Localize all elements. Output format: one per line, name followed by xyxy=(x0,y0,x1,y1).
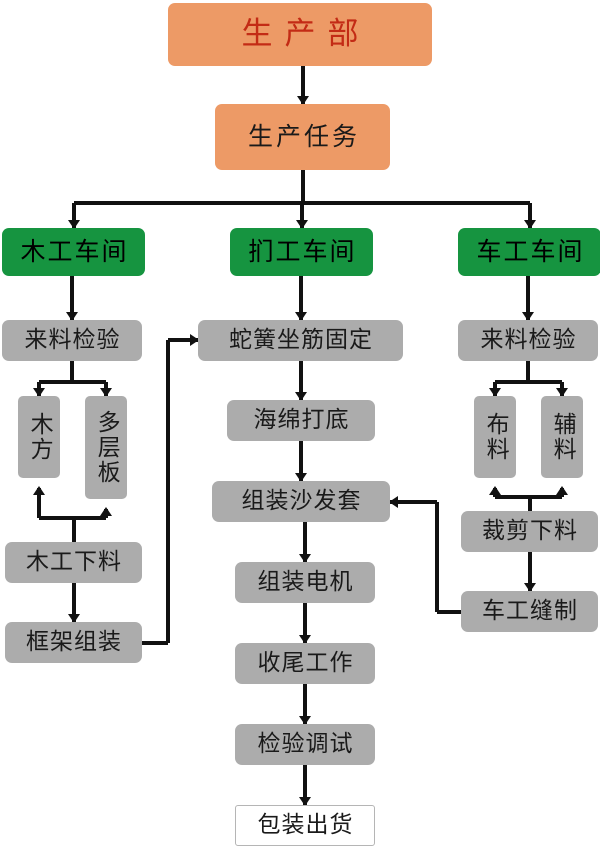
node-auxiliary-material[interactable]: 辅料 xyxy=(541,396,583,478)
node-woodworking-workshop[interactable]: 木工车间 xyxy=(2,228,145,276)
connector-test_adjust-to-pack_ship xyxy=(303,765,307,805)
connector-finishing-to-test_adjust xyxy=(303,684,307,724)
node-finishing-work[interactable]: 收尾工作 xyxy=(235,643,375,684)
arrowhead-sewing xyxy=(523,583,536,592)
arrowhead-fabric-up xyxy=(489,486,501,495)
connector-inspright-bus xyxy=(495,380,562,384)
node-incoming-inspection-right[interactable]: 来料检验 xyxy=(458,320,598,361)
arrowhead-sofa_cover-right xyxy=(389,496,398,508)
connector-dept-to-task xyxy=(300,66,305,104)
arrowhead-test_adjust xyxy=(299,716,311,725)
node-timber[interactable]: 木方 xyxy=(18,396,60,478)
node-spring-webbing-fixing[interactable]: 蛇簧坐筋固定 xyxy=(198,320,403,361)
arrowhead-aux_mat-up xyxy=(556,486,568,495)
arrowhead-insp_left xyxy=(66,312,78,321)
connector-frame-out xyxy=(142,640,168,645)
node-sewing-workshop[interactable]: 车工车间 xyxy=(458,228,600,276)
node-incoming-inspection-left[interactable]: 来料检验 xyxy=(2,320,142,361)
connector-timber-merge xyxy=(37,488,41,518)
node-foam-base[interactable]: 海绵打底 xyxy=(227,400,375,441)
arrowhead-timber-up xyxy=(33,486,45,495)
node-production-department[interactable]: 生产部 xyxy=(168,3,432,66)
connector-sofa_cover-to-motor_asm xyxy=(303,522,307,562)
connector-merge-to-cut_fabric xyxy=(527,497,532,511)
connector-bus-to-sew_shop xyxy=(527,203,532,228)
connector-inspright-stem xyxy=(526,361,530,382)
arrowhead-aux_mat xyxy=(556,388,568,397)
arrowhead-spring_fix xyxy=(294,312,307,321)
connector-foam_base-to-sofa_cover xyxy=(299,441,303,481)
arrowhead-motor_asm xyxy=(299,554,311,563)
connector-sewing-riser xyxy=(435,502,439,612)
connector-spring_fix-to-foam_base xyxy=(299,361,303,400)
connector-merge-to-wood_cut xyxy=(71,518,76,542)
connector-motor_asm-to-finishing xyxy=(303,603,307,643)
node-wood-cutting[interactable]: 木工下料 xyxy=(5,542,142,583)
connector-bus-to-pad_shop xyxy=(299,203,304,228)
arrowhead-plywood-up xyxy=(100,507,112,516)
connector-pad_shop-to-spring_fix xyxy=(298,276,303,320)
node-fabric-cutting[interactable]: 裁剪下料 xyxy=(461,511,598,552)
node-frame-assembly[interactable]: 框架组装 xyxy=(5,622,142,663)
connector-cut_fabric-to-sewing xyxy=(527,552,532,591)
connector-wood_shop-to-insp_left xyxy=(70,276,74,320)
arrowhead-finishing xyxy=(299,635,311,644)
arrowhead-plywood xyxy=(100,388,112,397)
connector-frame-riser xyxy=(166,340,170,643)
node-inspection-adjustment[interactable]: 检验调试 xyxy=(235,724,375,765)
arrowhead-spring_fix-left xyxy=(190,334,199,346)
arrowhead-frame_asm xyxy=(67,614,80,623)
node-motor-assembly[interactable]: 组装电机 xyxy=(235,562,375,603)
node-upholstery-workshop[interactable]: 扪工车间 xyxy=(230,228,373,276)
arrowhead-foam_base xyxy=(295,392,307,401)
arrowhead-sofa_cover xyxy=(295,473,307,482)
arrowhead-fabric xyxy=(489,388,501,397)
node-sofa-cover-assembly[interactable]: 组装沙发套 xyxy=(212,481,390,522)
node-production-task[interactable]: 生产任务 xyxy=(215,104,390,170)
connector-bus-to-wood_shop xyxy=(71,203,76,228)
arrowhead-sew_shop xyxy=(523,220,536,229)
connector-sew_shop-to-insp_right xyxy=(526,276,530,320)
connector-sewing-into-cover xyxy=(390,500,437,504)
node-sewing-operation[interactable]: 车工缝制 xyxy=(461,591,598,632)
connector-inspleft-stem xyxy=(70,361,74,382)
connector-task-stem xyxy=(300,170,305,203)
arrowhead-timber xyxy=(33,388,45,397)
arrowhead-insp_right xyxy=(522,312,534,321)
node-plywood[interactable]: 多层板 xyxy=(85,396,127,499)
connector-sewing-out xyxy=(437,609,461,614)
arrowhead-wood_shop xyxy=(67,220,80,229)
arrowhead-pad_shop xyxy=(295,220,308,229)
arrowhead-task xyxy=(296,96,309,105)
node-packing-shipping[interactable]: 包装出货 xyxy=(235,805,375,846)
connector-frame-into-spring xyxy=(168,338,198,342)
connector-wood_cut-to-frame_asm xyxy=(71,583,76,622)
arrowhead-pack_ship xyxy=(299,797,311,806)
node-fabric[interactable]: 布料 xyxy=(474,396,516,478)
connector-inspleft-bus xyxy=(39,380,106,384)
